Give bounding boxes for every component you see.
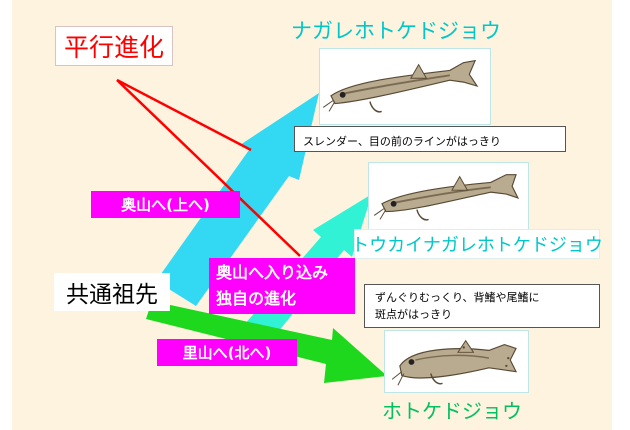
description-hotoke: ずんぐりむっくり、背鰭や尾鰭に 斑点がはっきり	[364, 284, 600, 328]
species-name-tokai: トウカイナガレホトケドジョウ	[351, 229, 603, 259]
species-name-nagare: ナガレホトケドジョウ	[291, 19, 501, 43]
description-nagare: スレンダー、目の前のラインがはっきり	[294, 126, 566, 152]
common-ancestor-label: 共通祖先	[54, 273, 170, 311]
route-label-satoyama: 里山へ(北へ)	[157, 339, 297, 366]
parallel-line-upper	[116, 78, 252, 152]
route-label-okuyama: 奥山へ(上へ)	[91, 191, 240, 218]
description-hotoke-line1: ずんぐりむっくり、背鰭や尾鰭に	[375, 291, 540, 304]
route-label-independent-evolution: 奥山へ入り込み 独自の進化	[209, 258, 355, 314]
fish-illustration-nagare	[319, 48, 491, 125]
parallel-line-lower	[116, 79, 301, 257]
fish-illustration-hotoke	[384, 330, 529, 393]
route-label-independent-line2: 独自の進化	[216, 289, 297, 308]
fish-illustration-tokai	[368, 162, 529, 232]
route-label-independent-line1: 奥山へ入り込み	[216, 263, 329, 282]
description-hotoke-line2: 斑点がはっきり	[375, 308, 452, 321]
species-name-hotoke: ホトケドジョウ	[382, 398, 522, 423]
parallel-evolution-title: 平行進化	[55, 26, 173, 66]
